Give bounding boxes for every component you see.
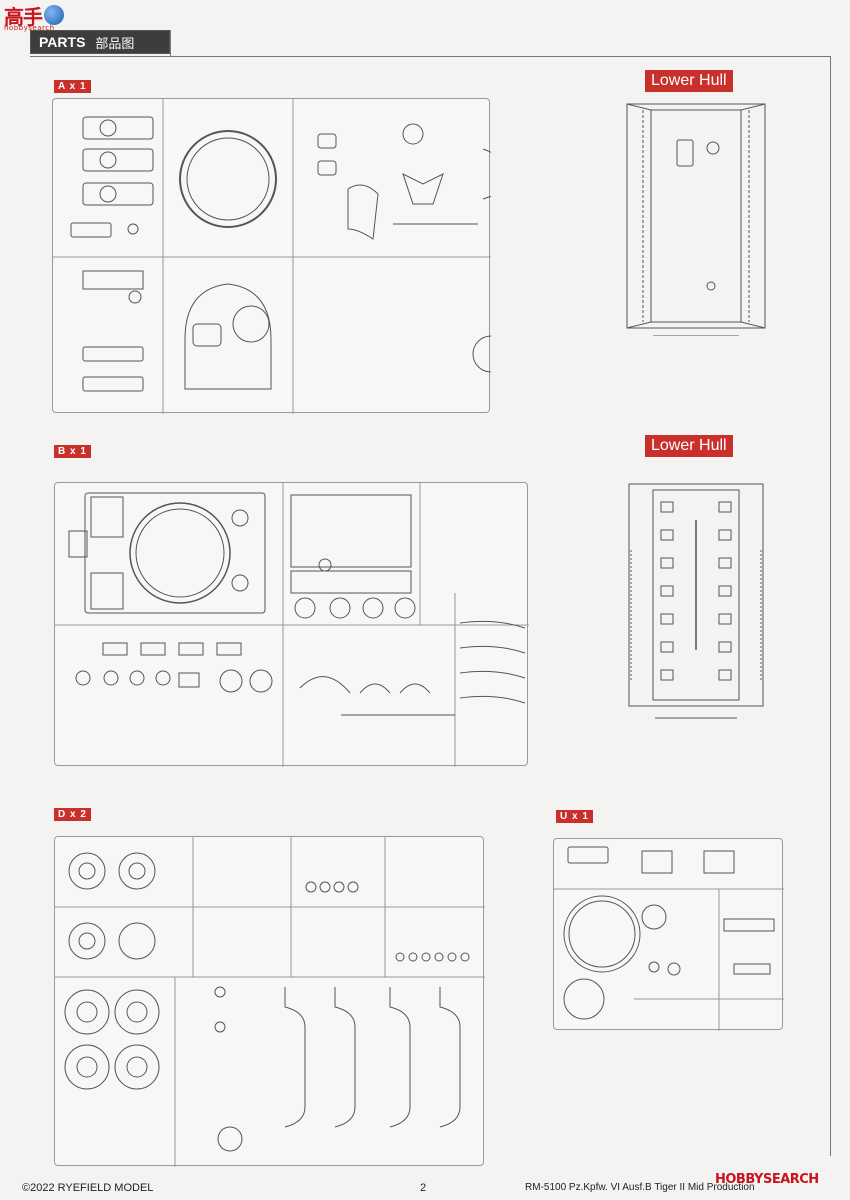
sprue-a-drawing (53, 99, 491, 414)
sprue-u-label: U x 1 (556, 810, 593, 823)
header-divider (170, 30, 171, 56)
sprue-a-label: A x 1 (54, 80, 91, 93)
sprue-d-label: D x 2 (54, 808, 91, 821)
copyright: ©2022 RYEFIELD MODEL (22, 1182, 154, 1194)
parts-title: PARTS (39, 34, 86, 50)
lower-hull-label-2: Lower Hull (645, 435, 733, 457)
sprue-b-frame (54, 482, 529, 767)
page-footer: ©2022 RYEFIELD MODEL 2 RM-5100 Pz.Kpfw. … (0, 1172, 850, 1200)
lower-hull-top-view (625, 100, 767, 337)
sprue-u-frame (553, 838, 784, 1031)
sprue-d-drawing (55, 837, 485, 1167)
header-rule (30, 56, 830, 57)
sprue-b-drawing (55, 483, 529, 767)
parts-header: PARTS 部品图 (30, 30, 170, 54)
watermark-glyphs: 高手 (4, 4, 43, 29)
sprue-a-frame (52, 98, 491, 414)
footer-watermark: HOBBYSEARCH (715, 1172, 819, 1187)
sprue-b-label: B x 1 (54, 445, 91, 458)
watermark-logo: 高手 hobbysearch (4, 2, 64, 32)
right-rule (830, 56, 831, 1156)
sprue-u-drawing (554, 846, 784, 1031)
page-number: 2 (420, 1182, 427, 1194)
lower-hull-inside-view (625, 480, 767, 726)
globe-icon (44, 5, 64, 25)
lower-hull-label-1: Lower Hull (645, 70, 733, 92)
lower-hull-top-drawing (626, 103, 766, 337)
sprue-d-frame (54, 836, 485, 1167)
model-name: RM-5100 Pz.Kpfw. VI Ausf.B Tiger II Mid … (525, 1182, 755, 1193)
lower-hull-inside-drawing (628, 483, 764, 719)
watermark-url: hobbysearch (4, 24, 55, 32)
parts-subtitle: 部品图 (95, 36, 135, 52)
